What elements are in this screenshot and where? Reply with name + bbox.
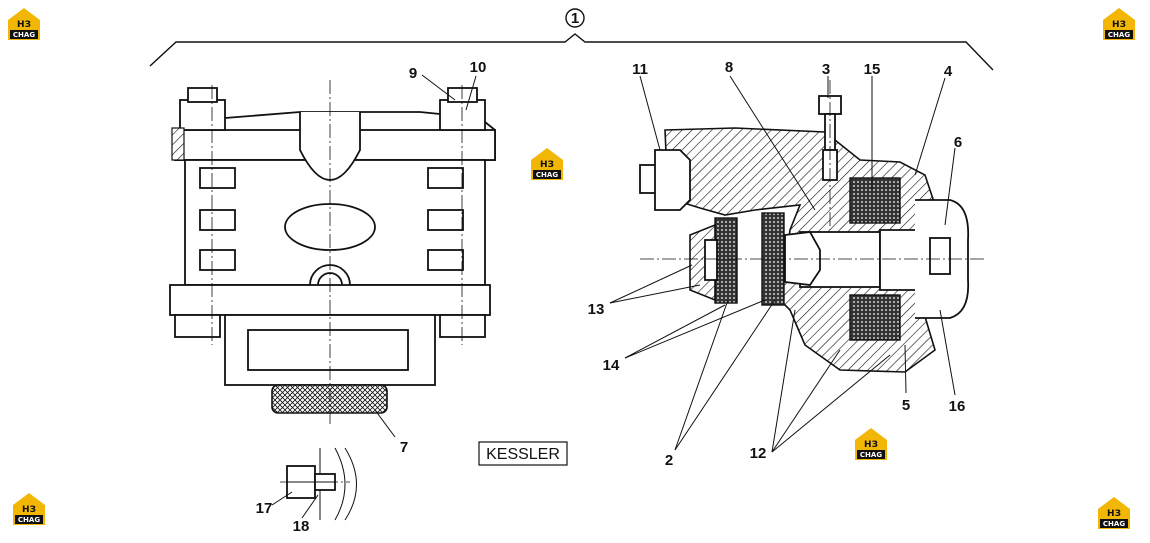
callout-5: 5 [902, 397, 910, 414]
svg-text:CHAG: CHAG [860, 451, 882, 459]
caliper-front-view [169, 80, 496, 425]
callout-11: 11 [632, 61, 648, 78]
svg-text:НЗ: НЗ [864, 440, 878, 450]
svg-text:CHAG: CHAG [1103, 520, 1125, 528]
svg-text:CHAG: CHAG [18, 516, 40, 524]
svg-text:НЗ: НЗ [540, 160, 554, 170]
callout-9: 9 [409, 65, 417, 82]
caliper-section-view [639, 80, 985, 373]
callout-16: 16 [949, 398, 966, 415]
svg-text:CHAG: CHAG [536, 171, 558, 179]
watermark-logo-top-left: НЗ CHAG [8, 8, 40, 40]
callout-13: 13 [588, 301, 605, 318]
callout-3: 3 [822, 61, 830, 78]
callout-8: 8 [725, 59, 733, 76]
leader-lines [271, 74, 956, 519]
callout-17: 17 [256, 500, 273, 517]
callout-1: 1 [571, 10, 579, 27]
brand-label: KESSLER [486, 446, 560, 463]
svg-text:НЗ: НЗ [22, 505, 36, 515]
svg-text:НЗ: НЗ [1112, 20, 1126, 30]
svg-text:CHAG: CHAG [13, 31, 35, 39]
assembly-bracket [149, 8, 994, 71]
svg-text:CHAG: CHAG [1108, 31, 1130, 39]
callout-4: 4 [944, 63, 953, 80]
watermark-logo-top-right: НЗ CHAG [1103, 8, 1135, 40]
callout-12: 12 [750, 445, 767, 462]
svg-text:НЗ: НЗ [17, 20, 31, 30]
callout-6: 6 [954, 134, 962, 151]
watermark-logo-bottom-right: НЗ CHAG [1098, 497, 1130, 529]
callout-2: 2 [665, 452, 673, 469]
bleed-valve-detail [280, 447, 357, 521]
callout-15: 15 [864, 61, 881, 78]
watermark-logo-center-top: НЗ CHAG [531, 148, 563, 180]
svg-text:НЗ: НЗ [1107, 509, 1121, 519]
brand-box [478, 441, 568, 466]
callout-18: 18 [293, 518, 310, 535]
callout-10: 10 [470, 59, 487, 76]
watermark-logo-bottom-left: НЗ CHAG [13, 493, 45, 525]
watermark-logo-center-right: НЗ CHAG [855, 428, 887, 460]
callout-14: 14 [603, 357, 620, 374]
callout-7: 7 [400, 439, 408, 456]
